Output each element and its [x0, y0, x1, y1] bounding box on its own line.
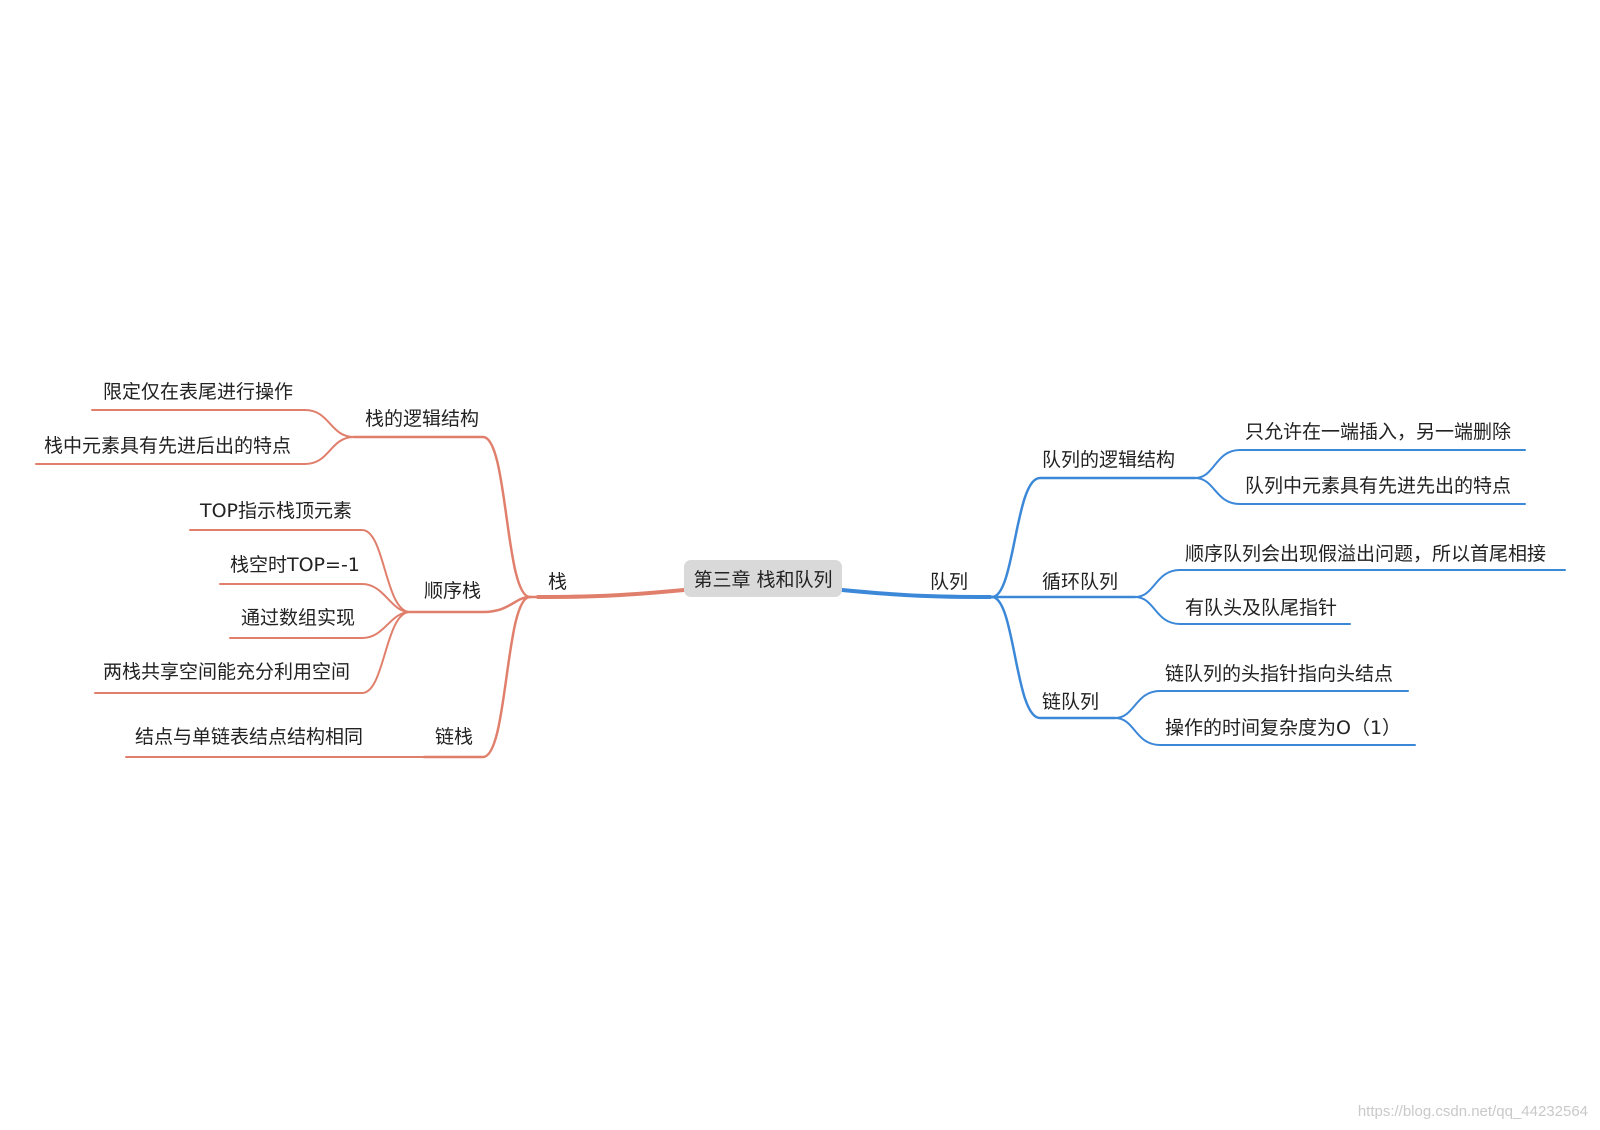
edge-queue-circular-2 — [1134, 596, 1351, 625]
topic-queue-logical[interactable]: 队列的逻辑结构 — [1042, 449, 1175, 471]
root-label: 第三章 栈和队列 — [693, 569, 832, 591]
topic-stack-logical[interactable]: 栈的逻辑结构 — [365, 408, 479, 430]
edge-queue-linked — [990, 595, 1117, 720]
leaf-stack-seq-3[interactable]: 通过数组实现 — [241, 607, 355, 629]
topic-stack-sequential[interactable]: 顺序栈 — [424, 580, 481, 602]
edge-queue-circular-1 — [1134, 569, 1566, 598]
root-node[interactable]: 第三章 栈和队列 — [684, 560, 842, 597]
leaf-queue-circular-1[interactable]: 顺序队列会出现假溢出问题，所以首尾相接 — [1185, 543, 1546, 565]
leaf-stack-logical-2[interactable]: 栈中元素具有先进后出的特点 — [44, 435, 291, 457]
edge-queue-linked-2 — [1114, 717, 1416, 746]
edge-queue-logical-1 — [1194, 449, 1526, 479]
leaf-stack-linked-1[interactable]: 结点与单链表结点结构相同 — [135, 726, 363, 748]
edge-queue-logical — [990, 476, 1197, 599]
topic-queue-linked[interactable]: 链队列 — [1042, 691, 1099, 713]
leaf-queue-linked-2[interactable]: 操作的时间复杂度为O（1） — [1165, 717, 1401, 739]
edge-stack-seq-2 — [219, 583, 411, 613]
topic-queue-circular[interactable]: 循环队列 — [1042, 571, 1118, 593]
leaf-stack-seq-1[interactable]: TOP指示栈顶元素 — [199, 500, 352, 522]
edge-stack-logical-2 — [35, 436, 355, 465]
edge-queue-logical-2 — [1194, 477, 1526, 505]
topic-stack-linked[interactable]: 链栈 — [435, 726, 473, 748]
leaf-queue-circular-2[interactable]: 有队头及队尾指针 — [1185, 597, 1337, 619]
edge-stack-seq-1 — [189, 529, 411, 613]
leaf-stack-logical-1[interactable]: 限定仅在表尾进行操作 — [103, 381, 293, 403]
leaf-queue-logical-1[interactable]: 只允许在一端插入，另一端删除 — [1245, 421, 1511, 443]
leaf-stack-seq-2[interactable]: 栈空时TOP=-1 — [230, 554, 360, 576]
edge-queue-linked-1 — [1114, 690, 1409, 719]
leaf-queue-logical-2[interactable]: 队列中元素具有先进先出的特点 — [1245, 475, 1511, 497]
leaf-stack-seq-4[interactable]: 两栈共享空间能充分利用空间 — [103, 661, 350, 683]
branch-label-queue[interactable]: 队列 — [930, 571, 968, 593]
edge-root-queue — [840, 588, 992, 599]
edge-stack-linked — [422, 595, 532, 759]
watermark: https://blog.csdn.net/qq_44232564 — [1357, 1103, 1588, 1120]
leaf-queue-linked-1[interactable]: 链队列的头指针指向头结点 — [1165, 663, 1393, 685]
edge-stack-seq-4 — [94, 611, 411, 694]
root-node-box — [684, 560, 842, 597]
edge-stack-logical — [352, 435, 532, 599]
branch-label-stack[interactable]: 栈 — [548, 571, 567, 593]
edge-root-stack — [536, 588, 686, 599]
edge-stack-logical-1 — [91, 409, 355, 438]
